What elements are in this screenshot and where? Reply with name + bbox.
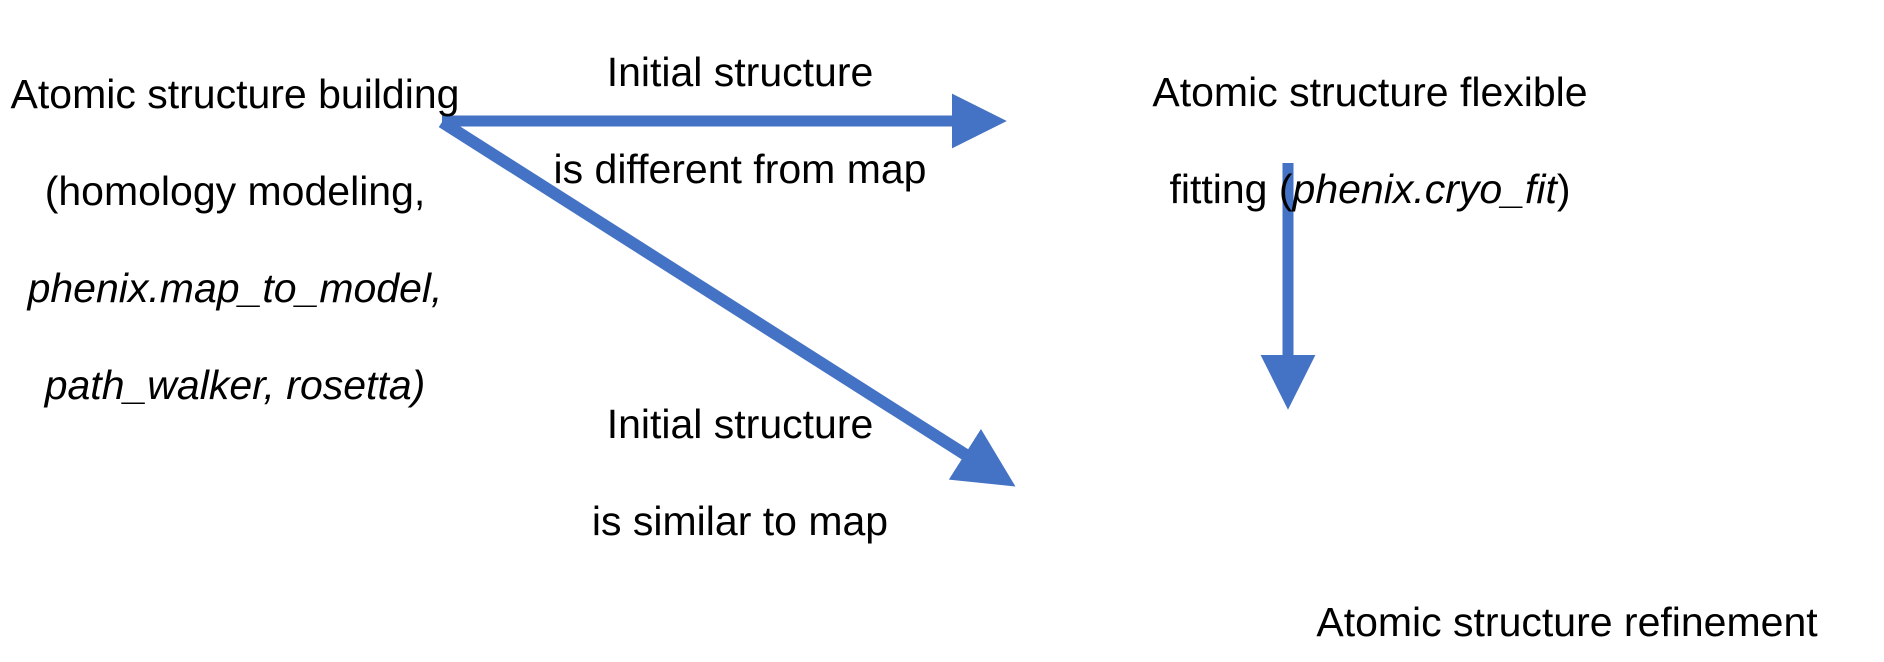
node-flexible-fitting-line-2: fitting (phenix.cryo_fit)	[1070, 165, 1670, 213]
edge-label-is-similar-to-map: Initial structure is similar to map	[540, 352, 940, 594]
node-building-line-3: phenix.map_to_model,	[27, 264, 443, 311]
node-atomic-structure-refinement: Atomic structure refinement (phenix.real…	[1250, 550, 1884, 662]
node-flexible-fitting-command: phenix.cryo_fit	[1292, 166, 1557, 213]
edge-label-different-line-1: Initial structure	[606, 49, 874, 96]
edge-label-is-different-from-map: Initial structure is different from map	[540, 0, 940, 242]
node-refinement-line-1: Atomic structure refinement	[1316, 599, 1818, 646]
node-atomic-structure-building: Atomic structure building (homology mode…	[0, 22, 470, 457]
node-building-line-2: (homology modeling,	[44, 168, 426, 215]
node-flexible-fitting-tail: )	[1556, 166, 1571, 213]
node-building-line-1: Atomic structure building	[10, 71, 460, 118]
edge-label-similar-line-1: Initial structure	[606, 401, 874, 448]
edge-label-different-line-2: is different from map	[553, 146, 927, 193]
node-building-line-4: path_walker, rosetta)	[44, 361, 426, 408]
node-atomic-structure-flexible-fitting: Atomic structure flexible fitting (pheni…	[1070, 20, 1670, 262]
node-flexible-fitting-plain: fitting (	[1169, 166, 1293, 213]
edge-label-similar-line-2: is similar to map	[591, 498, 889, 545]
node-flexible-fitting-line-1: Atomic structure flexible	[1152, 69, 1588, 116]
